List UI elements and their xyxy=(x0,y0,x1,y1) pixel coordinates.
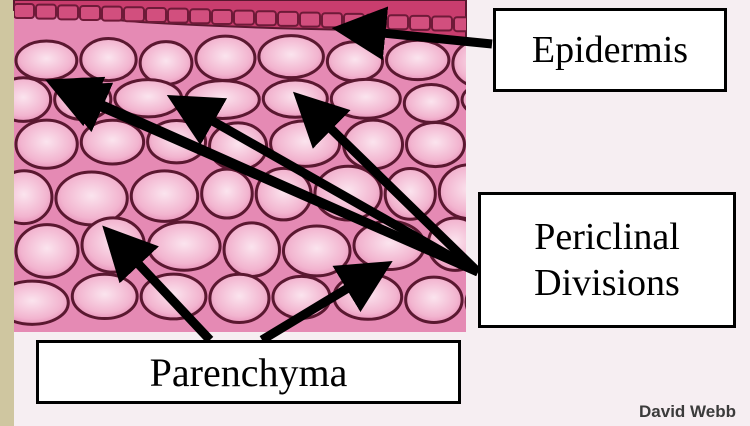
epidermis-cell xyxy=(80,6,100,20)
epidermis-cell xyxy=(58,5,78,19)
tissue-cell xyxy=(186,81,260,119)
tissue-cell xyxy=(407,122,465,166)
tissue-cell xyxy=(148,222,220,270)
tissue-cell xyxy=(331,79,400,118)
tissue-cell xyxy=(16,225,78,278)
tissue-cell xyxy=(406,277,462,322)
epidermis-cell xyxy=(322,13,342,27)
tissue-cell xyxy=(210,274,269,322)
author-credit: David Webb xyxy=(639,402,736,422)
epidermis-cell xyxy=(278,12,298,26)
epidermis-cell xyxy=(190,9,210,23)
epidermis-cell xyxy=(344,14,364,28)
tissue-cell xyxy=(81,120,143,164)
tissue-cell xyxy=(16,41,77,80)
epidermis-cell xyxy=(36,5,56,19)
periclinal-label-line2: Divisions xyxy=(534,260,680,306)
tissue-cell xyxy=(196,36,255,80)
epidermis-cell xyxy=(234,11,254,25)
tissue-cell xyxy=(283,226,350,276)
epidermis-cell xyxy=(366,15,386,29)
epidermis-cell xyxy=(14,4,34,18)
tissue-cell xyxy=(131,171,197,221)
epidermis-cell xyxy=(168,9,188,23)
epidermis-label-text: Epidermis xyxy=(532,28,688,72)
epidermis-cell xyxy=(212,10,232,24)
parenchyma-label-text: Parenchyma xyxy=(150,349,348,396)
epidermis-cell xyxy=(410,16,430,30)
epidermis-cell xyxy=(388,15,408,29)
epidermis-cell xyxy=(102,7,122,21)
tissue-cell xyxy=(16,120,77,168)
periclinal-divisions-label: Periclinal Divisions xyxy=(478,192,736,328)
epidermis-label: Epidermis xyxy=(493,8,727,92)
tissue-cell xyxy=(81,39,136,81)
tissue-cell xyxy=(263,80,327,117)
epidermis-cell xyxy=(300,13,320,27)
tissue-cell xyxy=(334,274,402,319)
tissue-cell xyxy=(224,223,279,277)
tissue-cell xyxy=(387,40,449,79)
left-sidebar xyxy=(0,0,14,426)
periclinal-label-line1: Periclinal xyxy=(534,214,680,260)
tissue-cell xyxy=(202,169,253,218)
epidermis-cell xyxy=(432,17,452,31)
tissue-micrograph xyxy=(0,0,534,332)
tissue-cell xyxy=(140,42,192,85)
epidermis-cell xyxy=(124,7,144,21)
tissue-cell xyxy=(327,42,382,81)
epidermis-cell xyxy=(146,8,166,22)
tissue-cell xyxy=(259,36,323,78)
parenchyma-label: Parenchyma xyxy=(36,340,461,404)
tissue-cell xyxy=(72,274,137,318)
tissue-cell xyxy=(404,84,458,122)
epidermis-cell xyxy=(256,11,276,25)
